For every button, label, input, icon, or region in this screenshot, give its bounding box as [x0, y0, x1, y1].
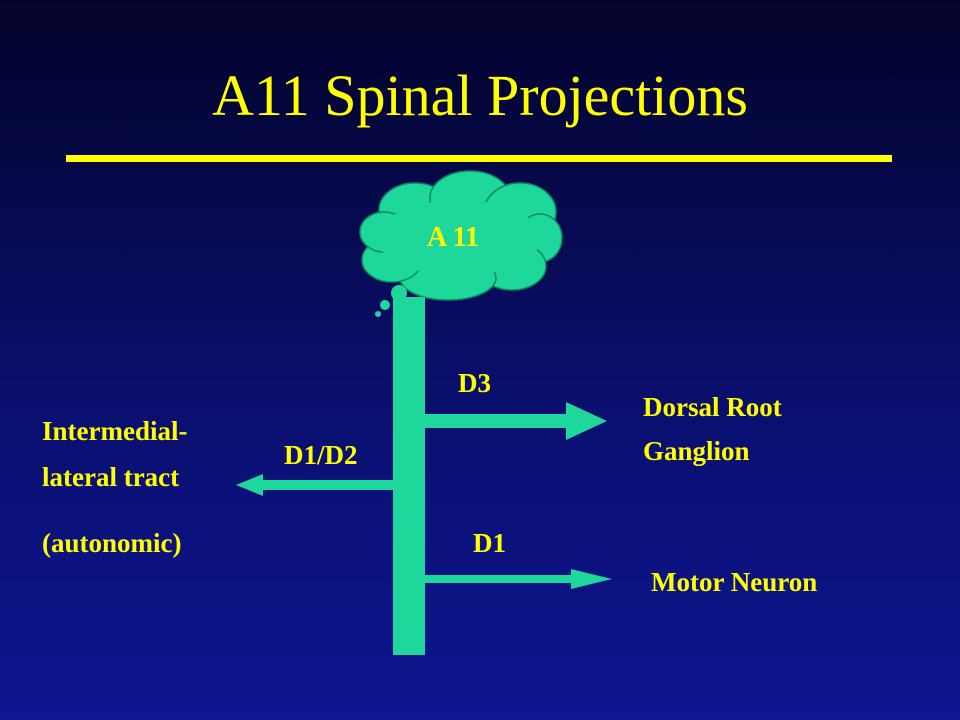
motor-neuron-label: Motor Neuron — [651, 567, 818, 597]
arrow-d1d2-to-iml — [236, 474, 393, 496]
drg-label-line2: Ganglion — [643, 436, 750, 466]
arrow-d3-to-drg — [425, 402, 607, 440]
title-underline — [66, 155, 892, 162]
a11-nucleus-cloud — [359, 170, 563, 301]
receptor-d1d2-label: D1/D2 — [284, 440, 358, 470]
iml-label-line1: Intermedial- — [42, 416, 188, 446]
iml-label-line2: lateral tract — [42, 462, 180, 492]
receptor-d3-label: D3 — [458, 368, 491, 398]
drg-label-line1: Dorsal Root — [643, 392, 782, 422]
slide-title: A11 Spinal Projections — [212, 63, 748, 128]
receptor-d1-label: D1 — [473, 528, 506, 558]
spinal-trunk — [393, 297, 425, 655]
cloud-bubble-small — [375, 311, 381, 317]
arrow-d1-to-motor-neuron — [425, 569, 612, 589]
a11-label: A 11 — [427, 222, 480, 253]
cloud-bubble-medium — [380, 300, 390, 310]
iml-label-line3: (autonomic) — [42, 528, 182, 558]
